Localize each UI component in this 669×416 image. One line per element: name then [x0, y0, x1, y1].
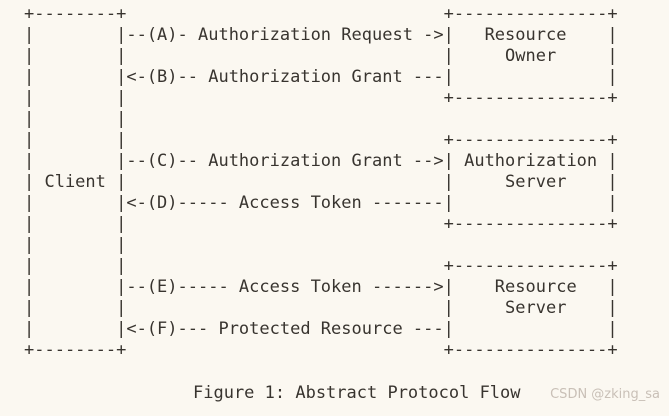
ascii-protocol-flow-diagram: +--------+ +---------------+ | |--(A)- A… [24, 4, 618, 360]
figure-caption: Figure 1: Abstract Protocol Flow [193, 383, 521, 403]
csdn-watermark: CSDN @zking_sa [550, 387, 660, 402]
